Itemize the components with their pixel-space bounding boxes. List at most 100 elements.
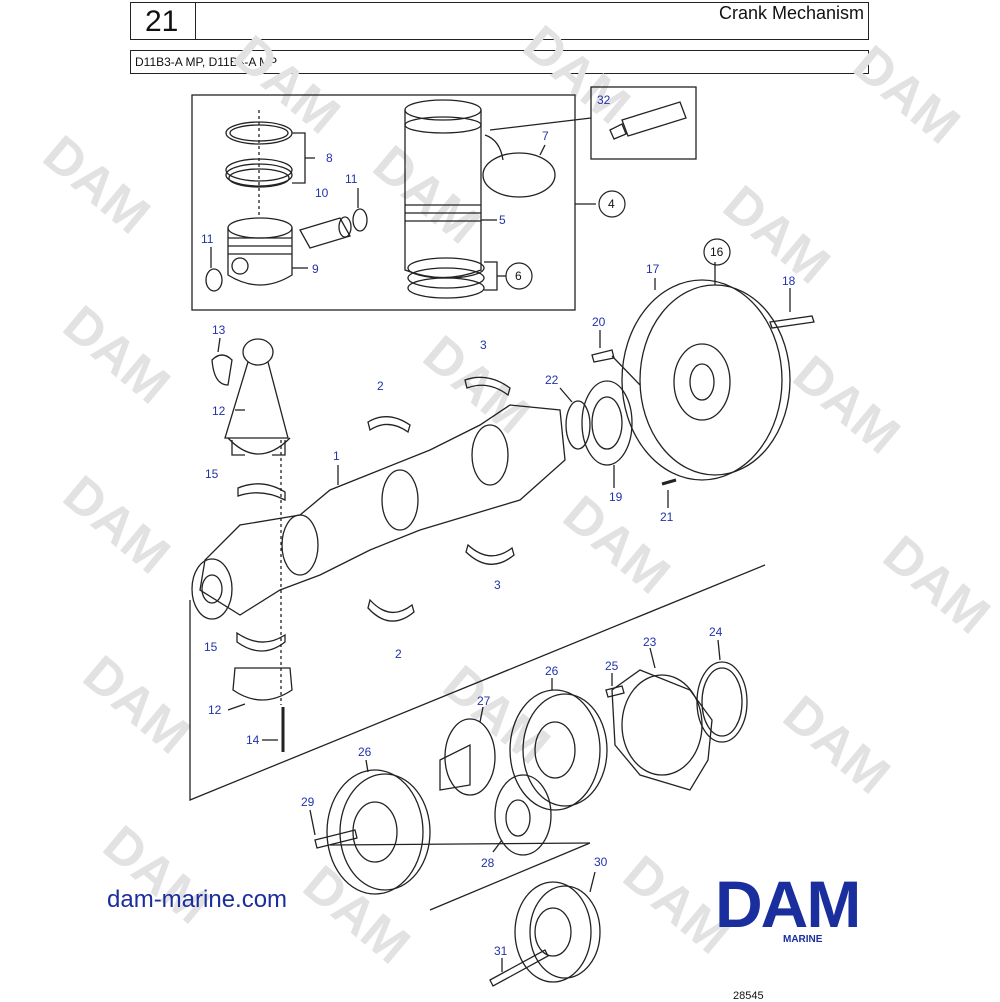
part-label: 7 xyxy=(542,129,549,143)
crankshaft-pulley xyxy=(514,881,601,983)
piston-pin xyxy=(299,216,352,249)
watermark: DAM xyxy=(52,465,180,586)
part-label: 19 xyxy=(609,490,623,504)
part-labels: 1 2 2 3 3 4 5 6 7 8 9 10 11 11 12 12 13 … xyxy=(201,93,796,958)
connecting-rod xyxy=(224,338,291,456)
part-label: 2 xyxy=(377,379,384,393)
thrust-bearing-lower xyxy=(465,543,515,565)
model-box: D11B3-A MP, D11B4-A MP xyxy=(130,50,869,74)
website-link[interactable]: dam-marine.com xyxy=(107,886,288,913)
part-label: 20 xyxy=(592,315,606,329)
watermark: DAM xyxy=(32,125,160,246)
watermark: DAM xyxy=(772,685,900,806)
rear-crank-seal xyxy=(696,661,748,743)
liner-o-ring xyxy=(482,152,556,198)
part-label: 29 xyxy=(301,795,315,809)
part-label: 28 xyxy=(481,856,495,870)
connecting-rod-cap xyxy=(232,667,293,701)
watermark: DAM xyxy=(842,35,970,156)
crankshaft-gear xyxy=(581,380,633,466)
part-label: 27 xyxy=(477,694,491,708)
part-label: 2 xyxy=(395,647,402,661)
watermark: DAM xyxy=(292,855,420,976)
thrust-bearing-upper xyxy=(464,376,511,397)
part-label: 32 xyxy=(597,93,611,107)
part-label: 31 xyxy=(494,944,508,958)
part-label: 23 xyxy=(643,635,657,649)
watermark: DAM xyxy=(92,815,220,936)
part-label: 26 xyxy=(358,745,372,759)
sealant-tube xyxy=(609,101,687,140)
part-label: 8 xyxy=(326,151,333,165)
part-label: 13 xyxy=(212,323,226,337)
housing-bolt xyxy=(605,685,625,698)
part-label: 3 xyxy=(494,578,501,592)
part-label: 22 xyxy=(545,373,559,387)
vibration-damper-lower xyxy=(326,769,431,895)
watermark: DAM xyxy=(52,295,180,416)
watermark: DAM xyxy=(712,175,840,296)
assembly-frame xyxy=(189,564,766,801)
logo-text: DAM xyxy=(715,867,861,941)
flywheel-pin xyxy=(661,478,677,486)
pulley-bolt xyxy=(489,949,549,987)
flywheel xyxy=(621,279,791,481)
vibration-damper-upper xyxy=(509,689,608,811)
watermark: DAM xyxy=(512,15,640,136)
bearing-shell-lower xyxy=(236,631,286,652)
part-label: 21 xyxy=(660,510,674,524)
part-label: 5 xyxy=(499,213,506,227)
part-label: 12 xyxy=(212,404,226,418)
main-bearing-upper xyxy=(367,416,411,434)
liner-seal-rings xyxy=(407,257,485,299)
dowel-pin xyxy=(591,349,615,363)
watermark-layer: DAM DAM DAM DAM DAM DAM DAM DAM DAM DAM … xyxy=(32,15,1000,976)
part-label: 16 xyxy=(710,245,724,259)
main-bearing-lower xyxy=(367,598,415,622)
piston xyxy=(227,217,293,286)
page-title: Crank Mechanism xyxy=(718,3,864,23)
part-label: 11 xyxy=(201,232,214,246)
part-label: 12 xyxy=(208,703,222,717)
crankshaft-seal xyxy=(565,400,591,450)
part-label: 30 xyxy=(594,855,608,869)
part-label: 10 xyxy=(315,186,329,200)
part-label: 26 xyxy=(545,664,559,678)
cylinder-liner xyxy=(404,99,482,279)
model-list: D11B3-A MP, D11B4-A MP xyxy=(135,55,278,69)
pulley-hub xyxy=(439,718,496,796)
watermark: DAM xyxy=(782,345,910,466)
part-label: 17 xyxy=(646,262,660,276)
small-end-bushing xyxy=(211,354,233,386)
page-number: 21 xyxy=(145,5,179,38)
part-label: 14 xyxy=(246,733,260,747)
part-label: 15 xyxy=(204,640,218,654)
piston-liner-group-frame xyxy=(191,94,576,311)
damper-hub xyxy=(494,774,552,856)
part-label: 4 xyxy=(608,197,615,211)
part-label: 1 xyxy=(333,449,340,463)
watermark: DAM xyxy=(872,525,1000,646)
part-label: 25 xyxy=(605,659,619,673)
part-label: 9 xyxy=(312,262,319,276)
part-label: 18 xyxy=(782,274,796,288)
crankshaft xyxy=(191,404,566,620)
bearing-shell-upper xyxy=(237,483,286,502)
sealant-frame xyxy=(590,86,697,160)
drawing-number: 28545 xyxy=(733,990,764,1002)
dam-logo: DAM MARINE xyxy=(715,867,900,948)
part-label: 3 xyxy=(480,338,487,352)
part-label: 11 xyxy=(345,172,358,186)
watermark: DAM xyxy=(432,655,560,776)
part-label: 24 xyxy=(709,625,723,639)
title-box: Crank Mechanism xyxy=(195,2,869,40)
logo-subtext: MARINE xyxy=(783,934,823,945)
damper-bolt xyxy=(314,829,358,849)
part-label: 15 xyxy=(205,467,219,481)
part-label: 6 xyxy=(515,269,522,283)
page-number-box: 21 xyxy=(130,2,195,40)
flywheel-bolt xyxy=(769,315,815,329)
watermark: DAM xyxy=(72,645,200,766)
watermark: DAM xyxy=(362,135,490,256)
